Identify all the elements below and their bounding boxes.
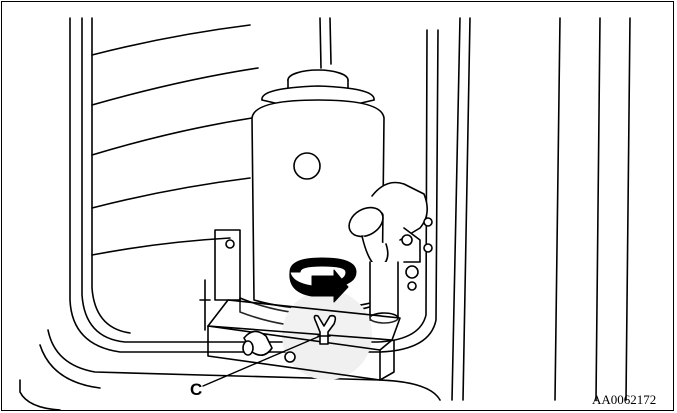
callout-label-c: C bbox=[190, 380, 202, 400]
reference-code: AA0062172 bbox=[592, 392, 656, 408]
